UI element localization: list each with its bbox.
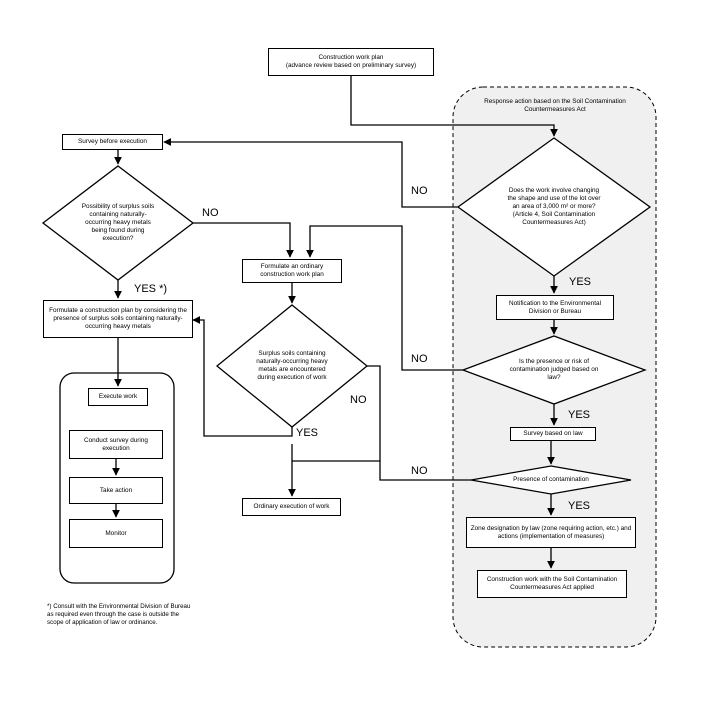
edge-contamination-no	[379, 461, 471, 481]
conduct-survey-box: Conduct survey during execution	[69, 430, 163, 459]
edge-presence-question-no	[306, 225, 463, 371]
zone-designation-box: Zone designation by law (zone requiring …	[466, 517, 636, 548]
edge-plan-to-involve	[350, 75, 558, 137]
label-yes-presence-question: YES	[568, 409, 591, 421]
notification-box: Notification to the Environmental Divisi…	[496, 295, 614, 320]
label-no-contamination: NO	[411, 465, 428, 477]
possibility-question-text: Possibility of surplus soils containing …	[81, 203, 155, 242]
label-yes-surplus: YES	[296, 427, 319, 439]
label-no-presence-question: NO	[411, 353, 428, 365]
label-no-involve: NO	[411, 185, 428, 197]
footnote: *) Consult with the Environmental Divisi…	[47, 603, 191, 627]
formulate-construction-plan-box: Formulate a construction plan by conside…	[43, 300, 193, 338]
construction-work-plan-box: Construction work plan (advance review b…	[268, 48, 434, 76]
survey-law-box: Survey based on law	[510, 427, 596, 441]
edge-possibility-no	[193, 222, 294, 258]
edge-surplus-right	[292, 365, 381, 462]
execute-work-box: Execute work	[88, 388, 148, 406]
label-no-surplus: NO	[350, 394, 367, 406]
formulate-ordinary-plan-box: Formulate an ordinary construction work …	[242, 259, 342, 283]
label-no-possibility: NO	[202, 207, 219, 219]
surplus-question-text: Surplus soils containing naturally-occur…	[256, 350, 328, 381]
presence-question-text: Is the presence or risk of contamination…	[509, 358, 599, 381]
involve-question-text: Does the work involve changing the shape…	[507, 187, 601, 226]
edge-involve-no	[163, 138, 458, 208]
label-yes-involve: YES	[569, 276, 592, 288]
monitor-box: Monitor	[69, 519, 163, 548]
take-action-box: Take action	[69, 477, 163, 504]
construction-plan-line1: Construction work plan	[318, 54, 384, 61]
presence-contamination-text: Presence of contamination	[513, 476, 589, 483]
label-yes-contamination: YES	[568, 500, 591, 512]
ordinary-execution-box: Ordinary execution of work	[242, 498, 341, 516]
construction-applied-box: Construction work with the Soil Contamin…	[477, 570, 627, 598]
edge-surplus-yes	[192, 316, 293, 437]
construction-plan-line2: (advance review based on preliminary sur…	[285, 62, 417, 69]
response-region-title: Response action based on the Soil Contam…	[484, 98, 626, 113]
label-yes-possibility: YES *)	[134, 283, 168, 295]
survey-before-execution-box: Survey before execution	[62, 134, 163, 150]
